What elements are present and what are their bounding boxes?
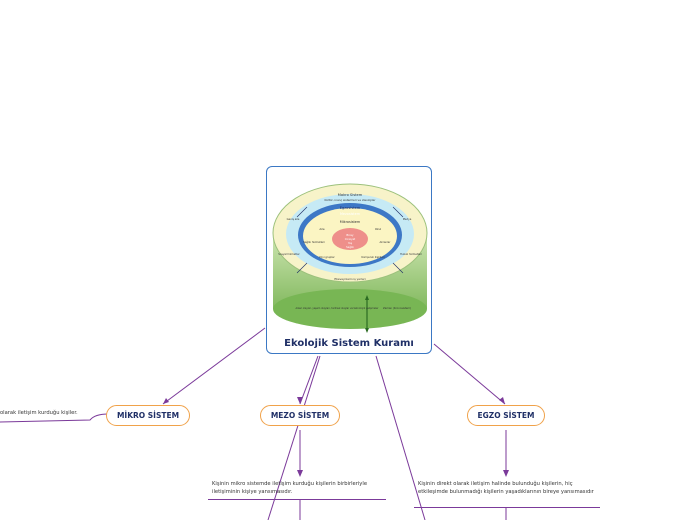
center-label-4: Sağlık — [346, 245, 354, 249]
micro-item-2: Okul — [375, 227, 382, 231]
meso-label: Mezosistem — [340, 212, 361, 216]
arrowhead-egzo — [499, 397, 505, 404]
egzo-sistem-label: EGZO SİSTEM — [477, 411, 535, 420]
right-item-1: Medya — [403, 217, 412, 221]
connector-root-egzo — [433, 343, 506, 405]
micro-item-5: Dini gruplar — [319, 255, 335, 259]
ecological-systems-illustration: Makro Sistem Kültür, inanç sistemleri ve… — [272, 183, 428, 333]
micro-label: Mikrosistem — [340, 220, 361, 224]
arrowhead-mezo-note — [297, 470, 303, 477]
micro-item-4: Akranlar — [380, 240, 392, 244]
egzo-note[interactable]: Kişinin direkt olarak iletişim halinde b… — [418, 481, 594, 495]
arrowhead-mezo — [297, 397, 303, 404]
macro-sub-label: Kültür, inanç sistemleri ve ideolojiler — [325, 198, 377, 202]
mikro-note[interactable]: olarak iletişim kurduğu kişiler. — [0, 410, 78, 416]
micro-item-1: Aile — [319, 227, 324, 231]
arrow-bottom-left — [296, 262, 308, 274]
mikro-sistem-node[interactable]: MİKRO SİSTEM — [106, 405, 190, 426]
center-label-3: Yaş — [348, 241, 353, 245]
chrono-arrow-head-bottom — [365, 328, 369, 333]
right-item-2: Hukuk hizmetleri — [400, 252, 422, 256]
arrow-top-left — [296, 206, 308, 218]
mezo-sistem-node[interactable]: MEZO SİSTEM — [260, 405, 340, 426]
mezo-note[interactable]: Kişinin mikro sistemde iletişim kurduğu … — [212, 481, 368, 495]
arrow-top-right — [392, 206, 404, 218]
left-item-2: Sosyal hizmetler — [278, 252, 300, 256]
ring-arrows — [296, 206, 404, 274]
connector-long-left — [267, 355, 321, 520]
cylinder-base — [273, 289, 427, 329]
macro-label: Makro Sistem — [338, 193, 363, 197]
mikro-sistem-label: MİKRO SİSTEM — [116, 411, 180, 420]
bottom-item-1: Ebeveynlerin iş yerleri — [334, 277, 365, 281]
connector-mikro-note — [0, 413, 109, 423]
arrowhead-mikro — [163, 398, 169, 404]
egzo-note-underline — [414, 507, 600, 508]
egzo-sistem-node[interactable]: EGZO SİSTEM — [467, 405, 545, 426]
arrow-bottom-right — [392, 262, 404, 274]
exo-label: Egzosistem — [340, 206, 361, 210]
chrono-arrow-head-top — [365, 295, 369, 300]
center-label-1: Birey — [346, 233, 354, 237]
connector-root-mikro — [162, 327, 266, 405]
connector-root-mezo — [299, 355, 319, 405]
root-title: Ekolojik Sistem Kuramı — [284, 338, 414, 349]
micro-item-3: Sağlık hizmetleri — [303, 240, 325, 244]
left-item-1: Geniş aile — [287, 217, 300, 221]
center-label-2: Cinsiyet — [345, 237, 355, 241]
mezo-note-underline — [208, 499, 386, 500]
individual-core — [332, 228, 368, 250]
connector-long-right — [375, 355, 426, 520]
mezo-sistem-label: MEZO SİSTEM — [270, 411, 330, 420]
arrowhead-egzo-note — [503, 470, 509, 477]
chrono-left-label: Ailevi olaylar, yaşam olayları, tarihsel… — [296, 307, 379, 310]
root-node[interactable]: Makro Sistem Kültür, inanç sistemleri ve… — [266, 166, 432, 354]
chrono-right-label: Zaman (Kronosistem) — [383, 306, 411, 310]
micro-item-6: Komşuluk ilişkileri — [361, 255, 384, 259]
